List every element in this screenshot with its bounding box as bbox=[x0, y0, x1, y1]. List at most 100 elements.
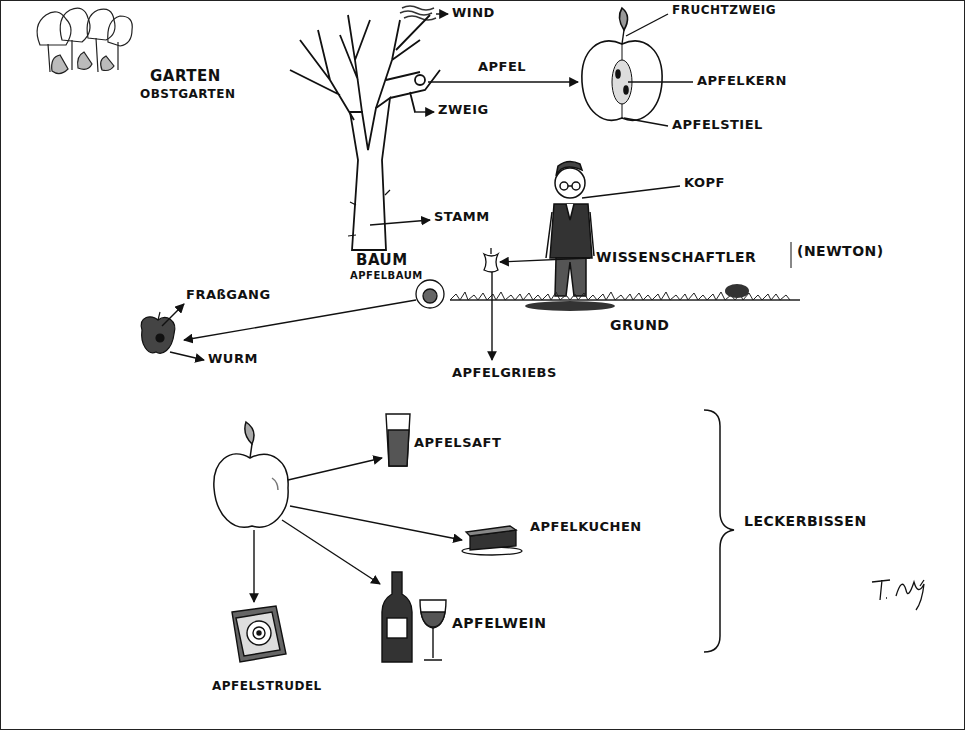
wormy-apple-part bbox=[141, 317, 175, 353]
apple-cake-part bbox=[466, 526, 516, 536]
wind-lines-part bbox=[402, 6, 434, 10]
leader-arrows-part bbox=[282, 520, 380, 584]
apple-cross-section-part bbox=[624, 86, 628, 94]
apple-strudel-part bbox=[236, 612, 280, 656]
wine-bottle-glass-part bbox=[424, 628, 442, 660]
label-text: APFELSAFT bbox=[414, 436, 501, 450]
label-text: ZWEIG bbox=[438, 103, 489, 117]
leader-arrows-part bbox=[170, 352, 204, 360]
juice-glass bbox=[386, 414, 410, 466]
label-text: WISSENSCHAFTLER bbox=[596, 250, 756, 265]
label-text: APFELSTIEL bbox=[672, 118, 763, 132]
scientist-figure-part bbox=[555, 168, 585, 198]
ground-grass-part bbox=[525, 301, 615, 311]
leader-arrows-part bbox=[162, 304, 184, 326]
garden-trees bbox=[37, 8, 132, 73]
scientist-figure bbox=[546, 161, 594, 296]
apple-tree-part bbox=[415, 75, 425, 85]
apple-cross-section-part bbox=[582, 41, 662, 120]
apple-tree-part bbox=[350, 98, 390, 250]
apple-cross-section bbox=[582, 8, 662, 120]
wind-lines bbox=[400, 6, 436, 20]
wine-bottle-glass-part bbox=[421, 612, 445, 627]
leader-arrows-part bbox=[290, 506, 462, 540]
apple-strudel-part bbox=[247, 621, 271, 645]
wine-bottle-glass bbox=[382, 572, 446, 662]
leader-arrows-part bbox=[288, 458, 382, 480]
garden-trees-part bbox=[87, 9, 115, 40]
ground-grass-part bbox=[725, 284, 749, 298]
apple-core-part bbox=[484, 254, 498, 272]
apple-tree-part bbox=[376, 15, 430, 108]
juice-glass-part bbox=[386, 414, 410, 466]
label-text: WIND bbox=[452, 6, 495, 20]
label-text: LECKERBISSEN bbox=[744, 514, 867, 529]
apple-core bbox=[484, 248, 498, 272]
wind-lines-part bbox=[400, 11, 432, 15]
apple-cross-section-part bbox=[622, 30, 624, 44]
leader-arrows-part bbox=[624, 118, 668, 126]
apple-strudel-part bbox=[253, 627, 265, 639]
label-text: APFELKUCHEN bbox=[530, 520, 642, 534]
scientist-figure-part bbox=[572, 182, 580, 190]
fallen-apple-part bbox=[416, 280, 444, 308]
apple-strudel bbox=[232, 606, 286, 662]
apple-tree-part bbox=[340, 15, 370, 112]
scientist-figure-part bbox=[555, 258, 586, 296]
whole-apple bbox=[214, 422, 288, 527]
signature-part bbox=[896, 580, 924, 610]
leader-arrows-part bbox=[428, 81, 578, 82]
leader-arrows-part bbox=[414, 111, 434, 112]
label-text: GARTEN bbox=[150, 68, 221, 85]
garden-trees-part bbox=[60, 8, 90, 42]
curly-brace-part bbox=[704, 410, 734, 652]
apple-strudel-part bbox=[232, 606, 286, 662]
label-text: FRAßGANG bbox=[186, 288, 271, 302]
apple-core-part bbox=[490, 248, 491, 254]
garden-trees-part bbox=[108, 16, 133, 46]
leader-arrows-part bbox=[436, 13, 448, 14]
fallen-apple-part bbox=[423, 289, 437, 303]
juice-glass-part bbox=[388, 430, 409, 466]
whole-apple-part bbox=[214, 454, 288, 527]
label-text: APFELGRIEBS bbox=[452, 366, 557, 380]
garden-trees-part bbox=[52, 52, 114, 74]
apple-cross-section-part bbox=[616, 70, 620, 78]
scientist-figure-part bbox=[546, 212, 594, 258]
apple-strudel-part bbox=[257, 631, 261, 635]
scientist-figure-part bbox=[560, 182, 568, 190]
wormy-apple-part bbox=[158, 312, 160, 320]
label-text: GRUND bbox=[610, 318, 669, 333]
apple-cake bbox=[462, 526, 522, 555]
scientist-figure-part bbox=[550, 204, 592, 258]
scientist-figure-part bbox=[556, 161, 582, 176]
wine-bottle-glass-part bbox=[387, 618, 407, 638]
label-text: KOPF bbox=[684, 176, 725, 190]
apple-cross-section-part bbox=[619, 8, 627, 30]
label-text: APFEL bbox=[478, 60, 526, 74]
whole-apple-part bbox=[250, 444, 252, 458]
wormy-apple-part bbox=[156, 334, 164, 342]
label-text: OBSTGARTEN bbox=[140, 88, 235, 101]
ground-grass bbox=[450, 284, 800, 311]
label-text: APFELBAUM bbox=[350, 270, 423, 281]
fallen-apple bbox=[416, 280, 444, 308]
signature-part bbox=[872, 580, 890, 600]
wine-bottle-glass-part bbox=[382, 572, 412, 662]
whole-apple-part bbox=[245, 422, 254, 444]
apple-tree bbox=[290, 15, 440, 250]
label-text: APFELWEIN bbox=[452, 616, 547, 631]
leader-arrows-part bbox=[628, 81, 693, 82]
signature bbox=[872, 580, 924, 610]
apple-tree-part bbox=[290, 30, 354, 120]
label-text: BAUM bbox=[356, 252, 408, 269]
leader-arrows-part bbox=[253, 530, 254, 602]
leader-arrows-part bbox=[626, 14, 668, 36]
leader-arrows-part bbox=[184, 300, 416, 340]
wine-bottle-glass-part bbox=[420, 600, 446, 628]
scientist-figure-part bbox=[568, 185, 572, 187]
wind-lines-part bbox=[404, 16, 436, 20]
